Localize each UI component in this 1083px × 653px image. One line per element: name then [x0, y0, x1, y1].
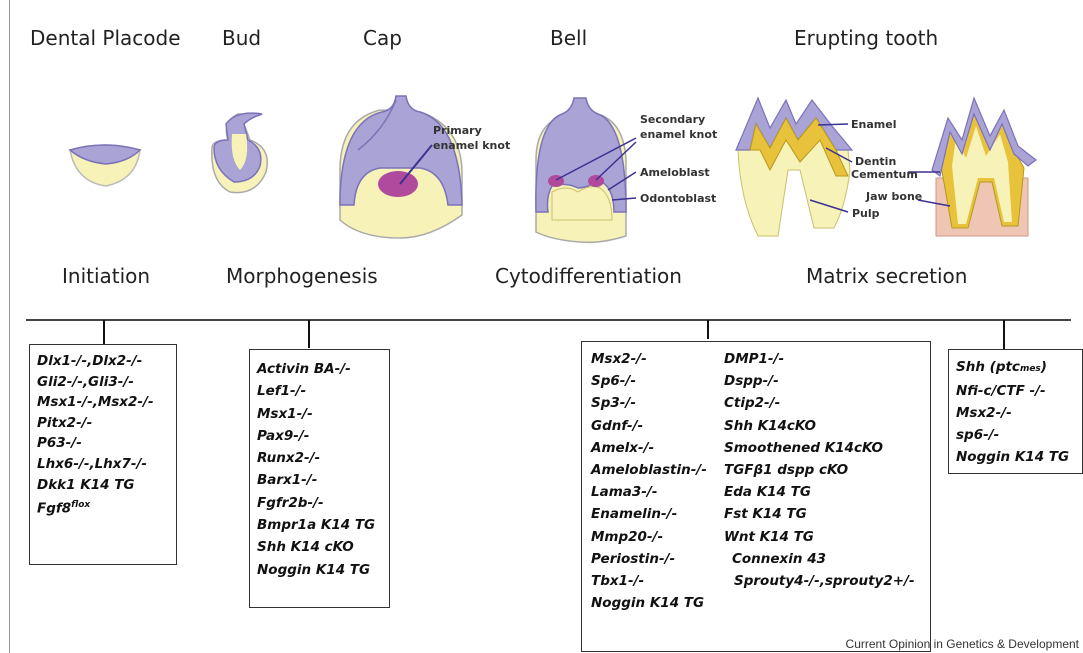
erupting-tooth-illustration: Enamel Dentin Pulp: [736, 98, 896, 236]
gene-item: Activin BA-/-: [257, 358, 382, 380]
gene-item-fgf8: Fgf8flox: [37, 495, 169, 519]
placode-illustration: [70, 145, 140, 186]
gene-item: Noggin K14 TG: [257, 559, 382, 581]
gene-item: Msx2-/-: [591, 348, 707, 370]
secondary-knot-label-2: enamel knot: [640, 128, 717, 141]
gene-item: Fgfr2b-/-: [257, 492, 382, 514]
gene-column-right: DMP1-/- Dspp-/- Ctip2-/- Shh K14cKO Smoo…: [724, 348, 915, 592]
tick-matrix: [1003, 320, 1005, 349]
gene-item: P63-/-: [37, 433, 169, 454]
gene-shh-close: ): [1041, 359, 1047, 375]
enamel-label: Enamel: [851, 118, 896, 131]
gene-item: Nfi-c/CTF -/-: [956, 380, 1075, 402]
gene-item: Dspp-/-: [724, 370, 915, 392]
gene-item: Enamelin-/-: [591, 503, 707, 525]
gene-item: Dlx1-/-,Dlx2-/-: [37, 351, 169, 372]
gene-item: Pitx2-/-: [37, 413, 169, 434]
tick-morphogenesis: [308, 320, 310, 348]
gene-item: Msx1-/-: [257, 403, 382, 425]
gene-shh-text: Shh (ptc: [956, 359, 1020, 375]
gene-item: Gdnf-/-: [591, 415, 707, 437]
gene-box-cytodifferentiation: Msx2-/- Sp6-/- Sp3-/- Gdnf-/- Amelx-/- A…: [581, 341, 931, 652]
source-credit: Current Opinion in Genetics & Developmen…: [846, 637, 1079, 651]
gene-item: Pax9-/-: [257, 425, 382, 447]
cap-illustration: Primary enamel knot: [340, 96, 510, 238]
gene-item: Tbx1-/-: [591, 570, 707, 592]
phase-label-initiation: Initiation: [62, 264, 150, 288]
gene-item: Smoothened K14cKO: [724, 437, 915, 459]
gene-item: Ameloblastin-/-: [591, 459, 707, 481]
gene-item: Runx2-/-: [257, 447, 382, 469]
gene-item: Noggin K14 TG: [956, 446, 1075, 468]
gene-fgf8-superscript: flox: [71, 500, 90, 510]
gene-item: DMP1-/-: [724, 348, 915, 370]
gene-item-shh: Shh (ptcmes): [956, 356, 1075, 380]
gene-item: Amelx-/-: [591, 437, 707, 459]
secondary-knot-label-1: Secondary: [640, 113, 705, 126]
gene-item: Bmpr1a K14 TG: [257, 514, 382, 536]
odontoblast-label: Odontoblast: [640, 192, 716, 205]
phase-label-matrix: Matrix secretion: [806, 264, 967, 288]
gene-box-matrix-secretion: Shh (ptcmes) Nfi-c/CTF -/- Msx2-/- sp6-/…: [948, 349, 1083, 474]
bell-illustration: Secondary enamel knot Ameloblast Odontob…: [536, 98, 717, 242]
gene-item: Lama3-/-: [591, 481, 707, 503]
tick-cytodiff: [707, 320, 709, 339]
gene-item: Periostin-/-: [591, 548, 707, 570]
gene-box-morphogenesis: Activin BA-/- Lef1-/- Msx1-/- Pax9-/- Ru…: [249, 349, 390, 608]
bud-illustration: [212, 113, 267, 192]
tick-initiation: [103, 320, 105, 344]
gene-item: Barx1-/-: [257, 469, 382, 491]
gene-item: Msx1-/-,Msx2-/-: [37, 392, 169, 413]
gene-item: Fst K14 TG: [724, 503, 915, 525]
phase-label-cytodiff: Cytodifferentiation: [495, 264, 682, 288]
gene-item: Shh K14 cKO: [257, 536, 382, 558]
ameloblast-label: Ameloblast: [640, 166, 710, 179]
gene-item: TGFβ1 dspp cKO: [724, 459, 915, 481]
gene-item: Mmp20-/-: [591, 526, 707, 548]
gene-shh-sub: mes: [1020, 364, 1041, 374]
gene-item: Connexin 43: [724, 548, 915, 570]
gene-item: Lhx6-/-,Lhx7-/-: [37, 454, 169, 475]
gene-item: Noggin K14 TG: [591, 592, 707, 614]
dentin-label: Dentin: [855, 155, 896, 168]
gene-fgf8-text: Fgf8: [37, 501, 71, 517]
primary-knot-label-1: Primary: [433, 124, 482, 137]
gene-box-initiation: Dlx1-/-,Dlx2-/- Gli2-/-,Gli3-/- Msx1-/-,…: [29, 344, 177, 565]
gene-item: Wnt K14 TG: [724, 526, 915, 548]
gene-item: Gli2-/-,Gli3-/-: [37, 372, 169, 393]
timeline-axis: [26, 319, 1071, 321]
jawbone-label: Jaw bone: [865, 190, 922, 203]
pulp-label: Pulp: [852, 207, 880, 220]
gene-column-left: Msx2-/- Sp6-/- Sp3-/- Gdnf-/- Amelx-/- A…: [591, 348, 707, 614]
gene-item: Dkk1 K14 TG: [37, 475, 169, 496]
gene-item: sp6-/-: [956, 424, 1075, 446]
phase-label-morphogenesis: Morphogenesis: [226, 264, 378, 288]
gene-item: Msx2-/-: [956, 402, 1075, 424]
cementum-label: Cementum: [851, 168, 918, 181]
gene-item: Sp6-/-: [591, 370, 707, 392]
gene-item: Sprouty4-/-,sprouty2+/-: [724, 570, 915, 592]
gene-item: Sp3-/-: [591, 392, 707, 414]
gene-item: Ctip2-/-: [724, 392, 915, 414]
primary-knot-label-2: enamel knot: [433, 139, 510, 152]
gene-item: Shh K14cKO: [724, 415, 915, 437]
gene-item: Eda K14 TG: [724, 481, 915, 503]
gene-item: Lef1-/-: [257, 380, 382, 402]
